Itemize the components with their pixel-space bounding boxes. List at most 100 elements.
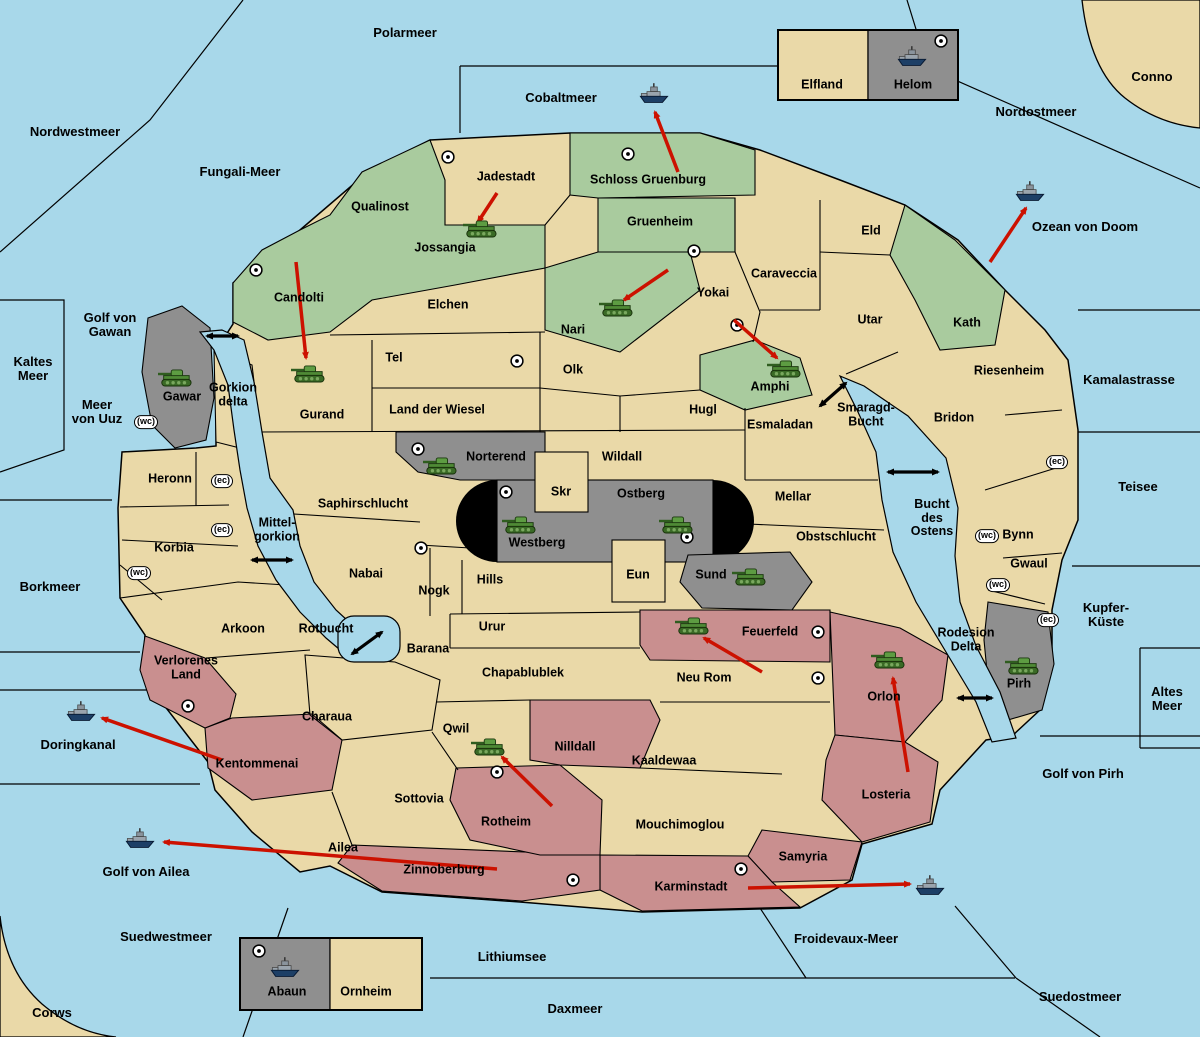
sea-label-ozean-von-doom[interactable]: Ozean von Doom — [1031, 218, 1139, 234]
region-kentommenai[interactable] — [204, 713, 343, 801]
territory-label-wildall[interactable]: Wildall — [601, 449, 643, 464]
region-kath[interactable] — [889, 204, 1006, 351]
sea-label-borkmeer[interactable]: Borkmeer — [19, 578, 81, 594]
territory-label-mellar[interactable]: Mellar — [774, 489, 812, 504]
green-territories[interactable] — [232, 132, 1006, 411]
territory-label-neu-rom[interactable]: Neu Rom — [676, 670, 732, 685]
territory-label-rodesion-delta[interactable]: Rodesion Delta — [937, 625, 995, 653]
territory-label-westberg[interactable]: Westberg — [508, 535, 566, 550]
territory-label-esmaladan[interactable]: Esmaladan — [746, 417, 814, 432]
territory-label-samyria[interactable]: Samyria — [778, 849, 828, 864]
region-corws[interactable] — [0, 915, 117, 1037]
territory-label-kaaldewaa[interactable]: Kaaldewaa — [631, 753, 697, 768]
sea-label-suedwestmeer[interactable]: Suedwestmeer — [120, 928, 212, 944]
territory-label-zinnoberburg[interactable]: Zinnoberburg — [403, 862, 485, 877]
territory-label-feuerfeld[interactable]: Feuerfeld — [741, 624, 799, 639]
region-rotheim[interactable] — [449, 764, 603, 856]
territory-label-ailea[interactable]: Ailea — [328, 840, 358, 855]
territory-label-riesenheim[interactable]: Riesenheim — [973, 363, 1045, 378]
inset-boxes[interactable] — [239, 29, 959, 1011]
sea-label-altes-meer[interactable]: Altes Meer — [1151, 683, 1183, 713]
territory-label-kentommenai[interactable]: Kentommenai — [215, 756, 299, 771]
territory-label-heronn[interactable]: Heronn — [148, 471, 192, 486]
territory-label-saphirschlucht[interactable]: Saphirschlucht — [317, 496, 409, 511]
sea-label-kamalastrasse[interactable]: Kamalastrasse — [1083, 371, 1175, 387]
territory-label-gawar[interactable]: Gawar — [162, 389, 202, 404]
territory-label-rotheim[interactable]: Rotheim — [481, 814, 531, 829]
territory-label-utar[interactable]: Utar — [857, 312, 883, 327]
territory-label-gorkion-delta[interactable]: Gorkion delta — [209, 380, 257, 408]
territory-label-karminstadt[interactable]: Karminstadt — [654, 879, 728, 894]
sea-label-suedostmeer[interactable]: Suedostmeer — [1038, 988, 1122, 1004]
territory-label-amphi[interactable]: Amphi — [750, 379, 790, 394]
sea-label-golf-von-ailea[interactable]: Golf von Ailea — [102, 863, 190, 879]
territory-label-land-der-wiesel[interactable]: Land der Wiesel — [389, 402, 485, 417]
territory-label-skr[interactable]: Skr — [550, 484, 572, 499]
territory-label-urur[interactable]: Urur — [478, 619, 506, 634]
sea-label-kaltes-meer[interactable]: Kaltes Meer — [13, 353, 53, 383]
territory-label-gwaul[interactable]: Gwaul — [1010, 556, 1048, 571]
territory-label-abaun[interactable]: Abaun — [267, 984, 307, 999]
territory-label-caraveccia[interactable]: Caraveccia — [750, 266, 818, 281]
sea-label-nordostmeer[interactable]: Nordostmeer — [995, 103, 1077, 119]
region-elfland[interactable] — [777, 29, 869, 101]
sea-label-lithiumsee[interactable]: Lithiumsee — [477, 948, 547, 964]
territory-label-eun[interactable]: Eun — [626, 567, 650, 582]
territory-label-kath[interactable]: Kath — [953, 315, 981, 330]
territory-label-hills[interactable]: Hills — [476, 572, 504, 587]
territory-label-mouchimoglou[interactable]: Mouchimoglou — [635, 817, 725, 832]
region-samyria[interactable] — [747, 829, 863, 883]
territory-label-bynn[interactable]: Bynn — [1002, 527, 1034, 542]
sea-label-golf-von-gawan[interactable]: Golf von Gawan — [83, 309, 137, 339]
territory-label-korbia[interactable]: Korbia — [154, 540, 194, 555]
region-candolti-qualinost-jossangia[interactable] — [232, 139, 546, 341]
territory-label-rotbucht[interactable]: Rotbucht — [298, 621, 354, 636]
sea-label-golf-von-pirh[interactable]: Golf von Pirh — [1042, 765, 1124, 781]
sea-label-froidevaux-meer[interactable]: Froidevaux-Meer — [793, 930, 899, 946]
sea-label-meer-von-uuz[interactable]: Meer von Uuz — [71, 396, 123, 426]
territory-label-tel[interactable]: Tel — [385, 350, 403, 365]
territory-label-elchen[interactable]: Elchen — [427, 297, 469, 312]
sea-label-polarmeer[interactable]: Polarmeer — [373, 24, 437, 40]
territory-label-arkoon[interactable]: Arkoon — [221, 621, 265, 636]
territory-label-gurand[interactable]: Gurand — [299, 407, 345, 422]
territory-label-elfland[interactable]: Elfland — [801, 77, 843, 92]
territory-label-losteria[interactable]: Losteria — [861, 787, 911, 802]
territory-label-norterend[interactable]: Norterend — [466, 449, 526, 464]
territory-label-hugl[interactable]: Hugl — [689, 402, 717, 417]
territory-label-nari[interactable]: Nari — [560, 322, 586, 337]
territory-label-gruenheim[interactable]: Gruenheim — [627, 214, 693, 229]
sea-label-teisee[interactable]: Teisee — [1118, 478, 1158, 494]
territory-label-yokai[interactable]: Yokai — [696, 285, 730, 300]
sea-label-nordwestmeer[interactable]: Nordwestmeer — [29, 123, 121, 139]
territory-label-qwil[interactable]: Qwil — [442, 721, 470, 736]
territory-label-bridon[interactable]: Bridon — [933, 410, 975, 425]
region-ornheim[interactable] — [329, 937, 423, 1011]
territory-label-qualinost[interactable]: Qualinost — [351, 199, 409, 214]
sea-label-kupfer-kueste[interactable]: Kupfer- Küste — [1082, 599, 1130, 629]
sea-label-cobaltmeer[interactable]: Cobaltmeer — [525, 89, 597, 105]
sea-label-corws[interactable]: Corws — [32, 1004, 72, 1020]
territory-label-sund[interactable]: Sund — [695, 567, 727, 582]
sea-label-fungali-meer[interactable]: Fungali-Meer — [199, 163, 281, 179]
territory-label-olk[interactable]: Olk — [562, 362, 584, 377]
sea-label-daxmeer[interactable]: Daxmeer — [547, 1000, 603, 1016]
territory-label-ornheim[interactable]: Ornheim — [340, 984, 392, 999]
region-losteria[interactable] — [821, 734, 939, 843]
sea-label-doringkanal[interactable]: Doringkanal — [40, 736, 116, 752]
territory-label-sottovia[interactable]: Sottovia — [394, 791, 444, 806]
territory-label-orlon[interactable]: Orlon — [867, 689, 901, 704]
territory-label-ostberg[interactable]: Ostberg — [617, 486, 665, 501]
region-conno[interactable] — [1081, 0, 1200, 129]
territory-label-schloss-gruenburg[interactable]: Schloss Gruenburg — [590, 172, 706, 187]
territory-label-nabai[interactable]: Nabai — [348, 566, 384, 581]
region-skr[interactable] — [534, 451, 589, 513]
territory-label-nilldall[interactable]: Nilldall — [554, 739, 596, 754]
territory-label-charaua[interactable]: Charaua — [301, 709, 353, 724]
sea-label-conno[interactable]: Conno — [1131, 68, 1173, 84]
territory-label-bucht-des-ostens[interactable]: Bucht des Ostens — [910, 496, 954, 538]
territory-label-helom[interactable]: Helom — [893, 77, 933, 92]
territory-label-pirh[interactable]: Pirh — [1006, 676, 1032, 691]
territory-label-obstschlucht[interactable]: Obstschlucht — [796, 529, 876, 544]
region-schloss-gruenburg[interactable] — [569, 132, 756, 199]
